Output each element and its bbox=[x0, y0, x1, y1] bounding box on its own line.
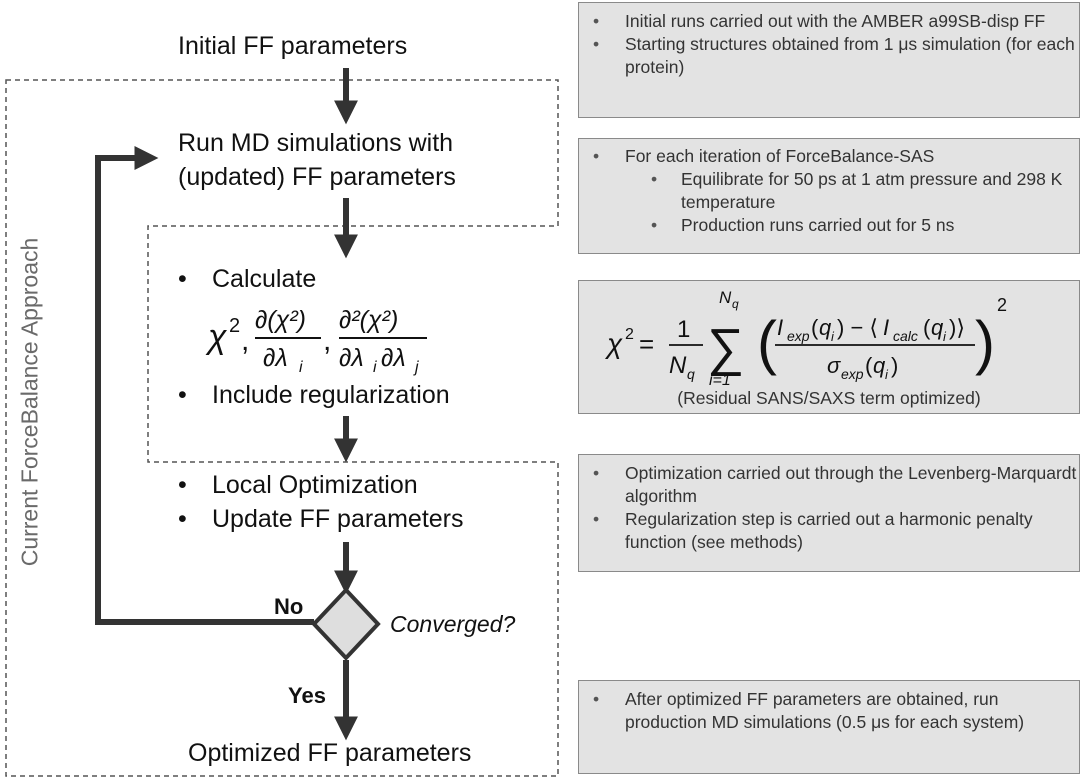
svg-text:,: , bbox=[241, 324, 249, 357]
svg-text:N: N bbox=[719, 288, 732, 307]
svg-text:∂²(χ²): ∂²(χ²) bbox=[339, 306, 398, 334]
calculate-bullet: • Calculate bbox=[178, 262, 316, 296]
note-box-equation: χ 2 = 1 N q ∑ N q i=1 ( I exp ( q i ) − … bbox=[578, 280, 1080, 414]
update-ff-bullet: • Update FF parameters bbox=[178, 502, 464, 536]
note-subitem: Production runs carried out for 5 ns bbox=[579, 214, 1079, 237]
svg-text:): ) bbox=[975, 309, 995, 376]
svg-text:∂(χ²): ∂(χ²) bbox=[255, 306, 306, 334]
yes-label: Yes bbox=[288, 683, 326, 708]
svg-text:2: 2 bbox=[229, 315, 240, 337]
chi-square-equation: χ 2 = 1 N q ∑ N q i=1 ( I exp ( q i ) − … bbox=[604, 288, 1007, 389]
initial-ff-label: Initial FF parameters bbox=[178, 32, 408, 60]
svg-text:i: i bbox=[299, 359, 303, 376]
svg-text:q: q bbox=[819, 315, 832, 340]
svg-text:(: ( bbox=[757, 309, 777, 376]
svg-text:calc: calc bbox=[893, 328, 918, 344]
svg-text:,: , bbox=[323, 324, 331, 357]
svg-text:(: ( bbox=[865, 353, 873, 378]
optimized-ff-label: Optimized FF parameters bbox=[188, 739, 472, 767]
svg-text:I: I bbox=[883, 315, 889, 340]
decision-diamond bbox=[311, 587, 381, 661]
bullet-glyph: • bbox=[178, 505, 187, 533]
equation-caption: (Residual SANS/SAXS term optimized) bbox=[677, 388, 981, 408]
bullet-glyph: • bbox=[178, 471, 187, 499]
svg-text:=: = bbox=[639, 329, 654, 359]
no-label: No bbox=[274, 594, 304, 619]
svg-text:i: i bbox=[885, 367, 889, 382]
svg-text:(: ( bbox=[811, 315, 819, 340]
note-item: After optimized FF parameters are obtain… bbox=[579, 688, 1079, 734]
note-box-production: After optimized FF parameters are obtain… bbox=[578, 680, 1080, 774]
svg-text:χ: χ bbox=[604, 328, 623, 359]
converged-label: Converged? bbox=[390, 611, 516, 637]
svg-text:) − ⟨: ) − ⟨ bbox=[837, 315, 878, 340]
local-opt-label: Local Optimization bbox=[212, 471, 418, 499]
bullet-glyph: • bbox=[178, 265, 187, 293]
svg-text:χ: χ bbox=[205, 318, 228, 356]
dashed-frame bbox=[5, 79, 559, 777]
note-box-initial-runs: Initial runs carried out with the AMBER … bbox=[578, 2, 1080, 118]
note-item: Starting structures obtained from 1 μs s… bbox=[579, 33, 1079, 79]
local-opt-bullet: • Local Optimization bbox=[178, 468, 418, 502]
svg-text:2: 2 bbox=[625, 326, 634, 343]
arrow-feedback-loop bbox=[95, 146, 314, 625]
svg-text:i: i bbox=[831, 329, 835, 344]
svg-text:I: I bbox=[777, 315, 783, 340]
svg-text:(: ( bbox=[923, 315, 931, 340]
update-ff-label: Update FF parameters bbox=[212, 505, 464, 533]
svg-text:N: N bbox=[669, 352, 687, 379]
note-box-optimization: Optimization carried out through the Lev… bbox=[578, 454, 1080, 572]
regularization-label: Include regularization bbox=[212, 381, 450, 409]
svg-text:∂λ: ∂λ bbox=[339, 344, 364, 372]
svg-text:q: q bbox=[732, 297, 739, 311]
run-md-label-line1: Run MD simulations with bbox=[178, 129, 454, 157]
calc-math-expression: χ 2 , ∂(χ²) ∂λ i , ∂²(χ²) ∂λ i ∂λ j bbox=[205, 306, 427, 376]
side-approach-label: Current ForceBalance Approach bbox=[16, 237, 43, 567]
regularization-bullet: • Include regularization bbox=[178, 378, 450, 412]
svg-text:∂λ: ∂λ bbox=[381, 344, 406, 372]
svg-text:): ) bbox=[891, 353, 898, 378]
note-item: For each iteration of ForceBalance-SAS bbox=[579, 145, 1079, 168]
note-box-iteration: For each iteration of ForceBalance-SAS E… bbox=[578, 138, 1080, 254]
svg-text:q: q bbox=[687, 366, 695, 382]
note-subitem: Equilibrate for 50 ps at 1 atm pressure … bbox=[579, 168, 1079, 214]
svg-text:j: j bbox=[413, 359, 419, 376]
svg-text:i=1: i=1 bbox=[709, 372, 731, 389]
svg-text:exp: exp bbox=[841, 366, 864, 382]
svg-text:i: i bbox=[373, 359, 377, 376]
svg-text:2: 2 bbox=[997, 295, 1007, 315]
bullet-glyph: • bbox=[178, 381, 187, 409]
svg-text:i: i bbox=[943, 329, 947, 344]
svg-text:q: q bbox=[931, 315, 944, 340]
svg-text:q: q bbox=[873, 353, 886, 378]
svg-text:)⟩: )⟩ bbox=[949, 315, 965, 340]
calculate-label: Calculate bbox=[212, 265, 317, 293]
svg-text:σ: σ bbox=[827, 353, 841, 378]
run-md-label-line2: (updated) FF parameters bbox=[178, 163, 456, 191]
note-item: Optimization carried out through the Lev… bbox=[579, 462, 1079, 508]
svg-text:exp: exp bbox=[787, 328, 810, 344]
svg-text:∑: ∑ bbox=[707, 319, 744, 377]
svg-text:∂λ: ∂λ bbox=[263, 344, 288, 372]
svg-text:1: 1 bbox=[677, 316, 690, 343]
note-item: Initial runs carried out with the AMBER … bbox=[579, 10, 1079, 33]
note-item: Regularization step is carried out a har… bbox=[579, 508, 1079, 554]
